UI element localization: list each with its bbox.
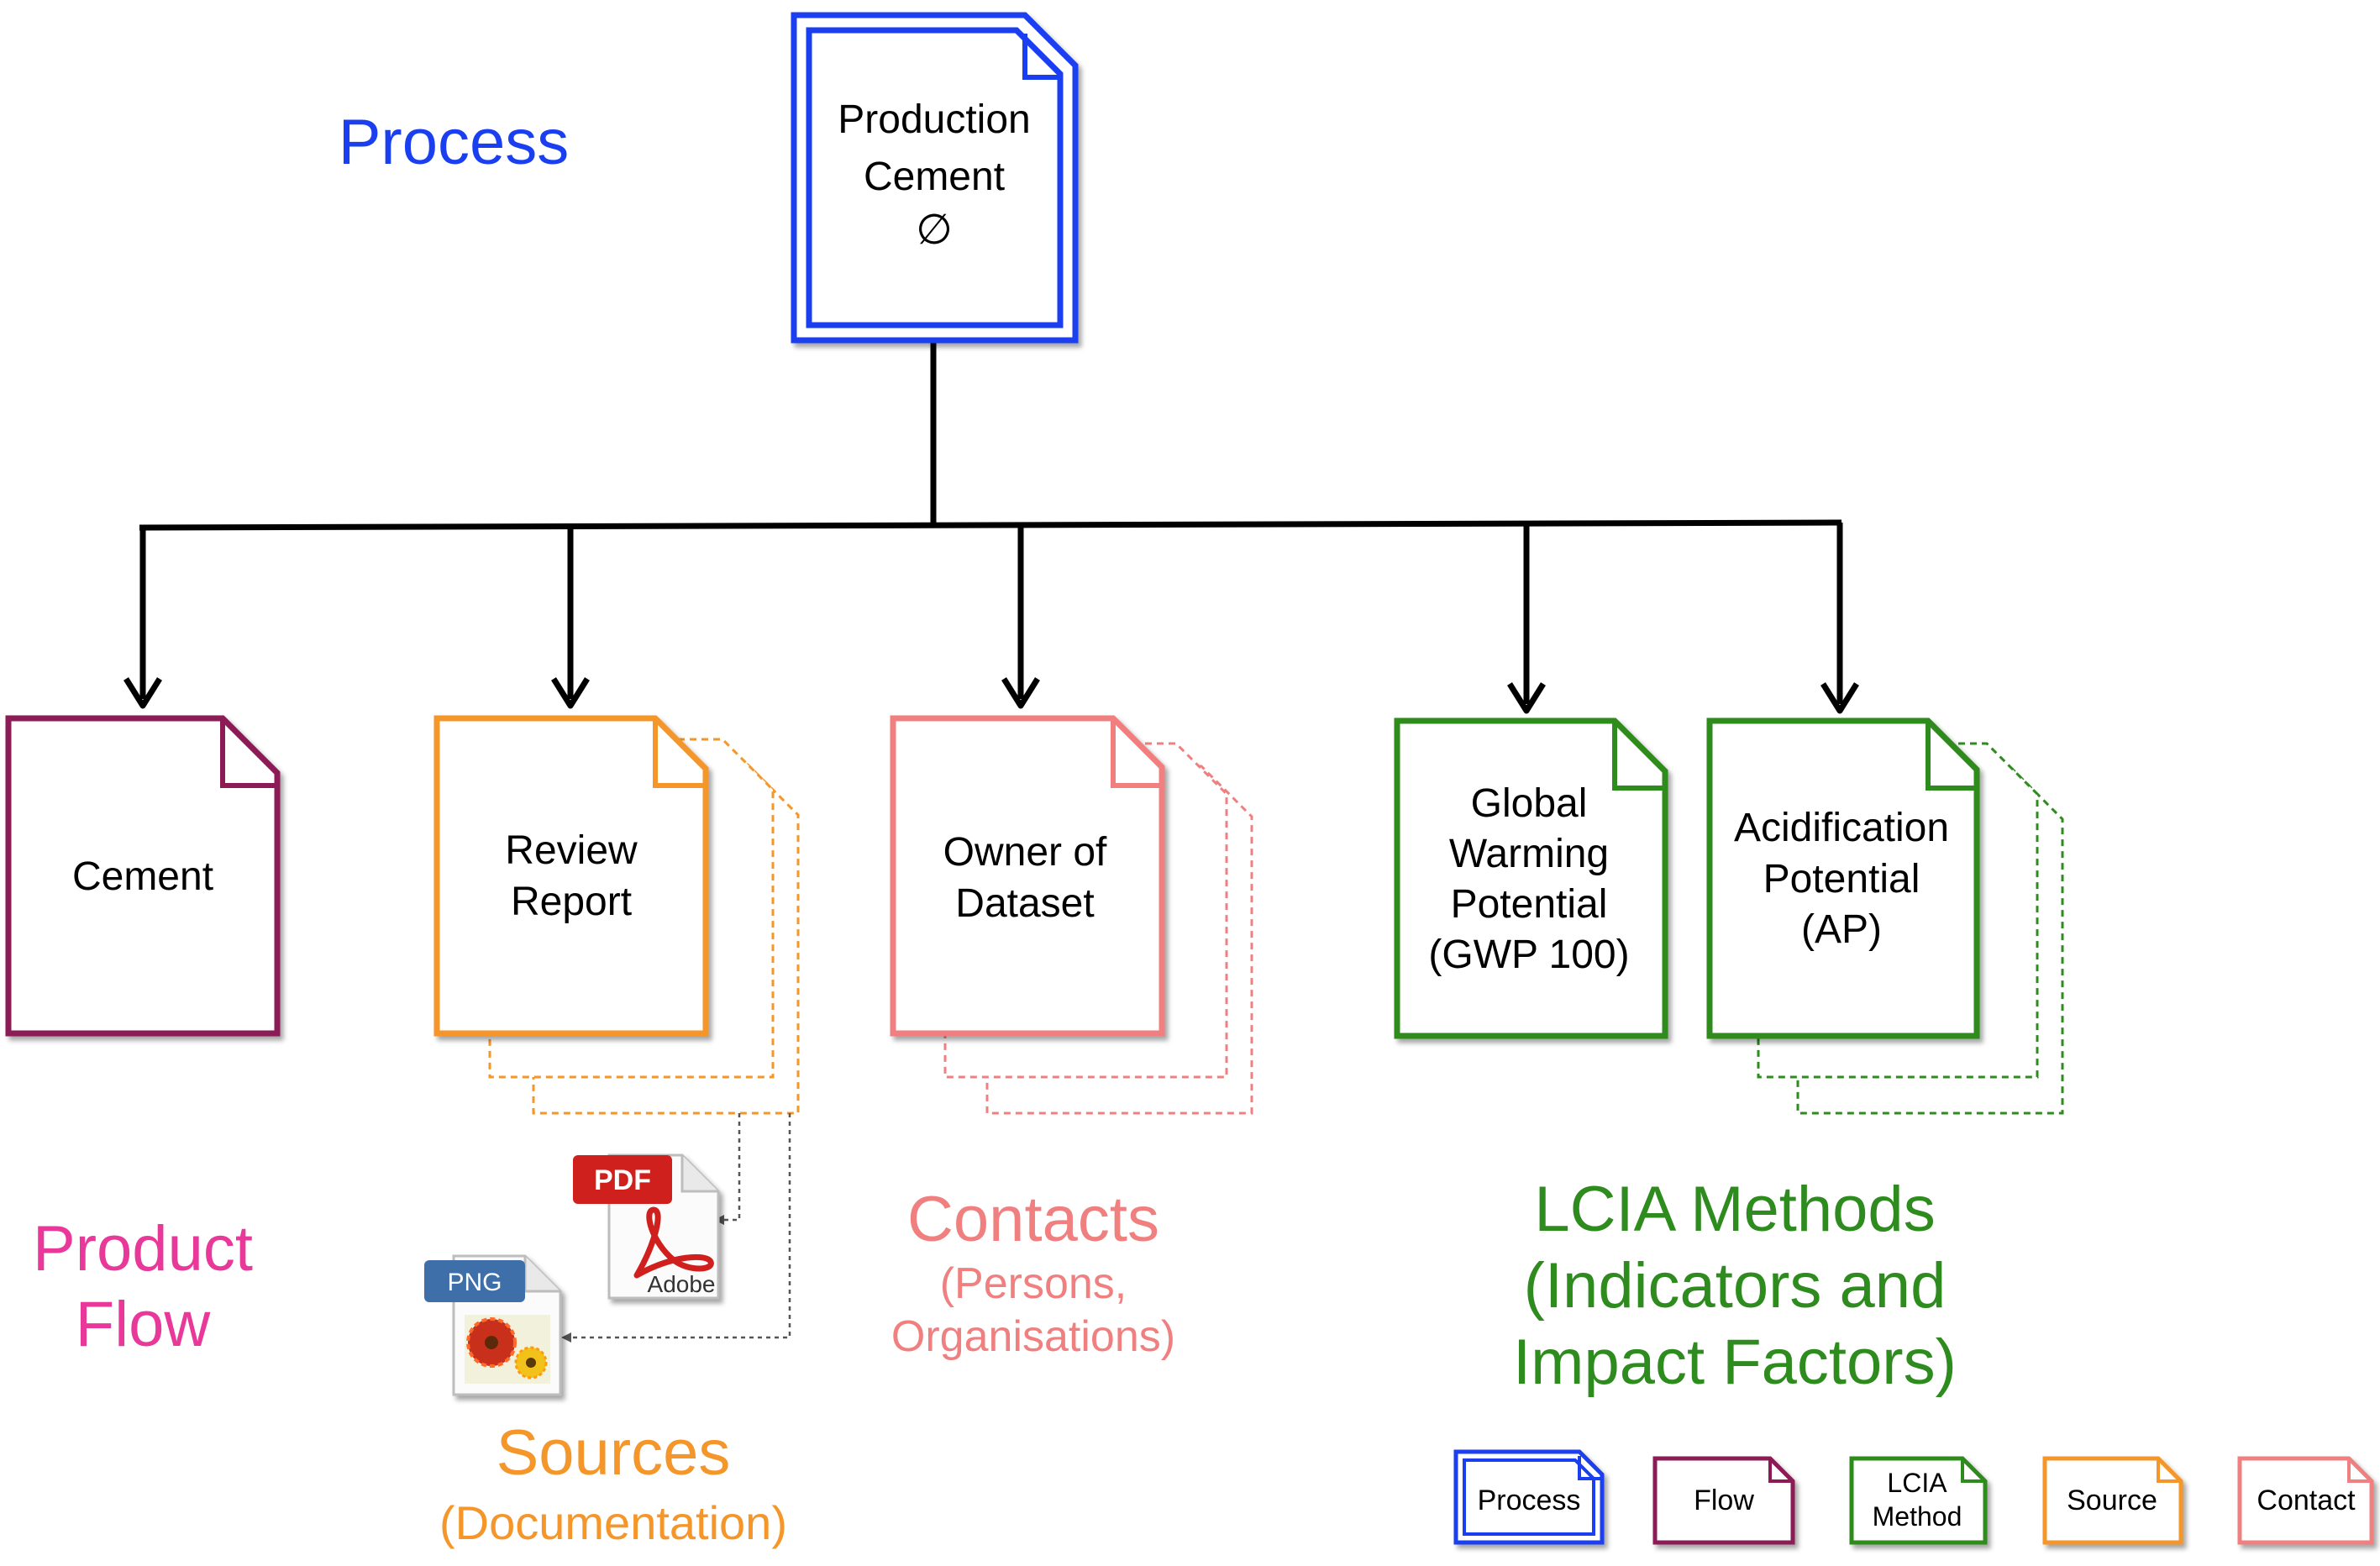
legend-process-label: Process [1478,1485,1581,1516]
pdf-badge [573,1155,672,1204]
legend-flow-label: Flow [1694,1485,1754,1516]
contacts-sub-line1: (Persons, [940,1259,1127,1308]
legend-contact-label: Contact [2257,1485,2356,1516]
owner-doc-line2: Dataset [955,881,1094,926]
pdf-file-icon[interactable]: PDF Adobe [573,1153,720,1300]
legend-source: Source [2042,1456,2183,1545]
legend-lcia-method: LCIA Method [1849,1456,1988,1545]
arrow-to-review-report [551,528,590,709]
ap-document-stack[interactable]: Acidification Potential (AP) [1706,717,2064,1115]
sources-subcaption: (Documentation) [439,1496,787,1549]
legend-flow: Flow [1652,1456,1795,1545]
png-badge-label: PNG [447,1269,502,1296]
contacts-caption: Contacts [907,1184,1159,1255]
owner-dataset-stack[interactable]: Owner of Dataset [890,715,1253,1115]
product-flow-caption-line1: Product [33,1213,253,1285]
product-flow-caption-line2: Flow [76,1289,212,1360]
process-doc-line2: Cement [864,155,1005,199]
owner-doc-line1: Owner of [943,830,1107,875]
legend-lcia-line1: LCIA [1887,1468,1947,1498]
lcia-caption-line1: LCIA Methods [1534,1174,1935,1245]
pdf-badge-label: PDF [594,1164,651,1196]
acrobat-swirl [633,1206,714,1279]
pdf-brand-label: Adobe [648,1271,716,1297]
arrow-to-ap [1820,523,1859,714]
legend-source-label: Source [2067,1485,2157,1516]
attachment-links [571,1113,791,1339]
arrow-to-cement-flow [123,528,162,709]
png-link-arrowhead [561,1332,571,1343]
legend-process: Process [1453,1449,1605,1545]
gwp-line3: Potential [1451,882,1608,927]
lcia-caption-line3: Impact Factors) [1513,1327,1957,1398]
connector-tree [123,338,1859,714]
arrow-to-gwp [1507,524,1546,714]
review-doc-line1: Review [505,828,638,873]
cement-flow-document[interactable]: Cement [5,715,281,1037]
process-section-label: Process [339,107,570,178]
png-badge [424,1260,525,1302]
ap-line2: Potential [1763,857,1920,901]
ap-line3: (AP) [1801,907,1882,952]
gwp-line1: Global [1471,781,1588,826]
review-doc-line2: Report [511,880,632,924]
ap-line1: Acidification [1734,806,1949,850]
process-document[interactable]: Production Cement ∅ [791,12,1079,344]
legend-lcia-line2: Method [1873,1501,1962,1532]
gwp-document[interactable]: Global Warming Potential (GWP 100) [1394,717,1668,1039]
sources-caption: Sources [496,1417,731,1489]
gwp-line2: Warming [1449,832,1609,876]
png-file-icon[interactable]: PNG [424,1254,562,1396]
bus-line [139,519,1842,531]
gwp-line4: (GWP 100) [1428,933,1629,977]
process-doc-line1: Production [838,97,1030,142]
cement-doc-label: Cement [72,854,213,899]
review-report-stack[interactable]: Review Report [433,715,800,1115]
process-doc-symbol: ∅ [916,206,953,253]
legend-contact: Contact [2237,1456,2374,1545]
arrow-to-owner-dataset [1001,526,1040,709]
lcia-caption-line2: (Indicators and [1524,1250,1947,1322]
legend: Process Flow LCIA Method Source Contact [1453,1449,2374,1545]
contacts-sub-line2: Organisations) [891,1312,1175,1361]
